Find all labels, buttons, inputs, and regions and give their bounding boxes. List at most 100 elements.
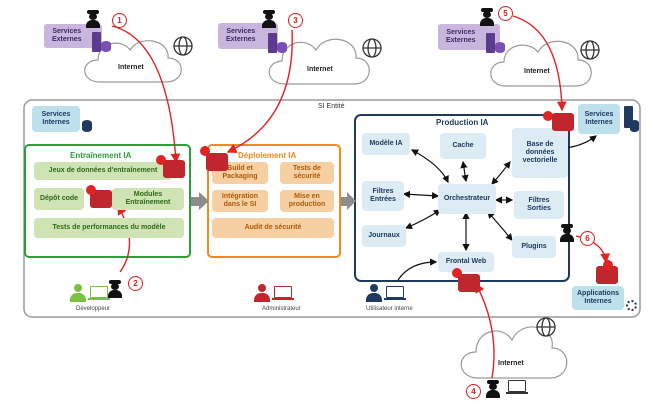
compromised-vector-db-icon — [552, 113, 574, 131]
database-icon — [630, 120, 639, 132]
logs-label: Journaux — [368, 231, 400, 239]
orchestrator-label: Orchestrateur — [443, 194, 491, 202]
deployment-integration: Intégration dans le SI — [212, 190, 268, 212]
laptop-icon — [508, 380, 526, 392]
input-filters-label: Filtres Entrées — [370, 187, 396, 203]
user-to-frontend-link — [397, 258, 438, 281]
laptop-icon — [90, 286, 108, 298]
alert-icon — [200, 146, 210, 156]
internal-user-icon — [366, 284, 382, 302]
server-icon — [624, 106, 633, 128]
training-modules: Modules Entraînement — [112, 188, 184, 210]
cloud-bottom — [460, 326, 568, 379]
plugins-label: Plugins — [521, 242, 547, 250]
internal-services-left: Services Internes — [32, 106, 80, 132]
alert-icon — [603, 260, 613, 270]
attack-badge-2: 2 — [128, 276, 143, 291]
attacker-icon — [486, 380, 500, 398]
administrator-icon — [254, 284, 270, 302]
developer-icon — [70, 284, 86, 302]
gear-icon — [626, 300, 637, 311]
deployment-production: Mise en production — [280, 190, 334, 212]
globe-icon — [580, 40, 600, 60]
server-icon — [268, 33, 277, 53]
perf-tests-label: Tests de performances du modèle — [52, 223, 166, 231]
attacker-icon — [108, 280, 122, 298]
database-icon — [101, 41, 111, 52]
attacker-icon — [262, 10, 276, 28]
web-frontend-label: Frontal Web — [445, 257, 487, 265]
prod-orchestrator: Orchestrateur — [438, 184, 496, 214]
security-tests-label: Tests de sécurité — [293, 164, 321, 180]
alert-icon — [156, 155, 166, 165]
alert-icon — [452, 268, 462, 278]
audit-label: Audit de sécurité — [244, 223, 302, 231]
training-title: Entraînement IA — [70, 151, 132, 160]
build-label: Build et Packaging — [222, 164, 258, 180]
deployment-title: Déploiement IA — [238, 151, 297, 160]
attack-badge-4: 4 — [466, 384, 481, 399]
compromised-frontend-icon — [458, 274, 480, 292]
prod-cache: Cache — [440, 133, 486, 159]
internal-services-label: Services Internes — [41, 110, 71, 126]
cloud-top-right — [490, 40, 592, 87]
attack-badge-5: 5 — [498, 6, 513, 21]
attack-badge-6: 6 — [580, 231, 595, 246]
internal-services-label: Services Internes — [584, 110, 614, 126]
production-title: Production IA — [436, 118, 489, 127]
output-filters-label: Filtres Sorties — [527, 196, 551, 212]
globe-icon — [536, 317, 556, 337]
server-icon — [486, 33, 495, 53]
laptop-icon — [386, 286, 404, 298]
prod-output-filters: Filtres Sorties — [514, 191, 564, 219]
training-perf-tests: Tests de performances du modèle — [34, 218, 184, 238]
deployment-security-tests: Tests de sécurité — [280, 162, 334, 184]
server-icon — [92, 32, 101, 52]
external-services-label: Services Externes — [446, 28, 476, 44]
compromised-deployment-icon — [206, 153, 228, 171]
external-services-label: Services Externes — [226, 27, 256, 43]
internal-services-right: Services Internes — [578, 104, 620, 134]
training-code-repo: Dépôt code — [34, 188, 84, 210]
training-datasets-label: Jeux de données d'entraînement — [48, 166, 158, 174]
attack-badge-1: 1 — [112, 13, 127, 28]
attack-paths — [111, 15, 611, 379]
prod-vector-db: Base de données vectorielle — [512, 128, 568, 178]
internal-applications: Applications Internes — [572, 286, 624, 310]
attacker-icon — [86, 10, 100, 28]
globe-icon — [173, 36, 193, 56]
code-repo-label: Dépôt code — [39, 194, 79, 202]
prod-web-frontend: Frontal Web — [438, 252, 494, 272]
orchestrator-links — [402, 149, 514, 252]
prod-input-filters: Filtres Entrées — [362, 181, 404, 211]
laptop-icon — [274, 286, 292, 298]
si-label: SI Entité — [318, 103, 345, 110]
database-icon — [277, 42, 287, 53]
integration-label: Intégration dans le SI — [221, 192, 259, 208]
alert-icon — [86, 185, 96, 195]
model-label: Modèle IA — [369, 139, 403, 147]
internet-label: Internet — [118, 64, 144, 71]
alert-icon — [543, 111, 553, 121]
internal-user-label: Utilisateur interne — [366, 306, 413, 312]
flow-arrow — [191, 192, 209, 210]
cache-label: Cache — [452, 141, 474, 149]
globe-icon — [362, 38, 382, 58]
cloud-top-middle — [268, 38, 370, 85]
internet-label: Internet — [524, 68, 550, 75]
internal-apps-label: Applications Internes — [576, 289, 619, 305]
production-rollout-label: Mise en production — [288, 192, 326, 208]
laptop-base — [506, 392, 528, 394]
developer-label: Développeur — [76, 306, 111, 312]
compromised-code-icon — [90, 190, 112, 208]
administrator-label: Administrateur — [262, 306, 301, 312]
external-services-label: Services Externes — [52, 27, 82, 43]
laptop-base — [272, 298, 294, 300]
database-icon — [495, 42, 505, 53]
training-modules-label: Modules Entraînement — [125, 190, 171, 206]
internet-label: Internet — [307, 66, 333, 73]
prod-plugins: Plugins — [512, 236, 556, 258]
internet-label: Internet — [498, 360, 524, 367]
flow-arrow — [341, 192, 356, 210]
prod-model: Modèle IA — [362, 133, 410, 155]
